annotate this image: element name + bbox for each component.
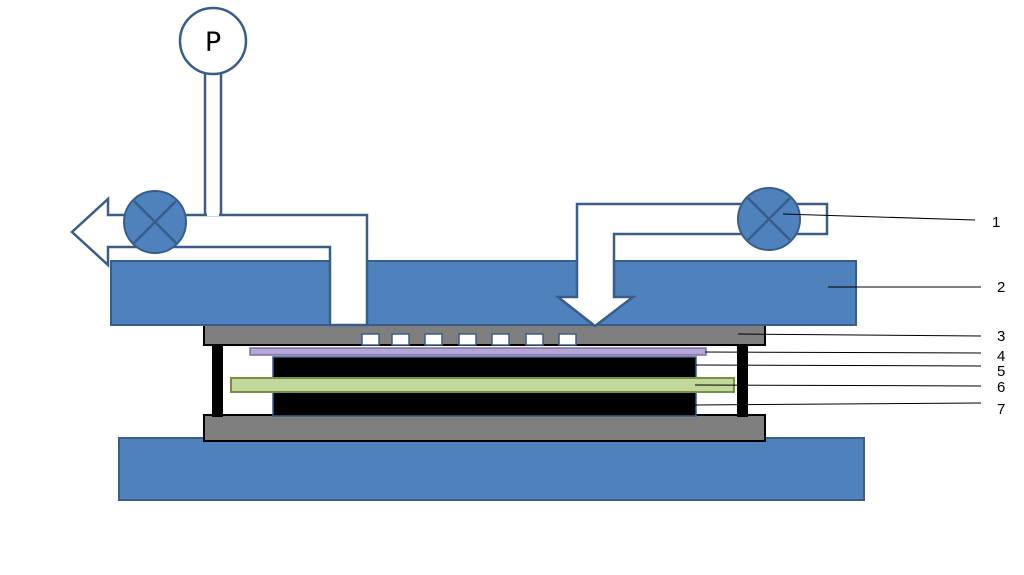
leader-lines [694, 213, 982, 406]
leader-line-6 [694, 384, 982, 387]
callout-label-3: 3 [997, 328, 1005, 345]
top-plate [203, 324, 766, 346]
callout-label-7: 7 [997, 401, 1005, 418]
side-spacer-left [212, 344, 223, 417]
leader-line-3 [737, 333, 982, 337]
channel-slot [391, 333, 410, 346]
valve-icon [737, 187, 801, 251]
gauge-stem [203, 70, 223, 215]
callout-label-1: 1 [992, 214, 1000, 231]
bottom-platen [118, 437, 865, 501]
valve-icon [123, 190, 187, 254]
pressure-gauge-icon: P [178, 6, 248, 76]
leader-line-1 [782, 213, 976, 221]
layer-purple-film [249, 347, 707, 356]
channel-slot [458, 333, 477, 346]
callout-label-2: 2 [997, 279, 1005, 296]
leader-line-5 [695, 364, 982, 367]
leader-line-7 [694, 402, 982, 406]
top-platen [110, 260, 857, 326]
channel-slot [424, 333, 443, 346]
layer-black-lower [272, 391, 697, 417]
channel-slots [361, 333, 577, 346]
layer-black-upper [272, 356, 697, 380]
side-spacer-right [737, 344, 748, 417]
callout-label-5: 5 [997, 363, 1005, 380]
channel-slot [491, 333, 510, 346]
channel-slot [525, 333, 544, 346]
layer-green-sheet [230, 377, 735, 393]
callout-label-6: 6 [997, 379, 1005, 396]
leader-line-4 [704, 351, 982, 354]
gauge-letter: P [205, 27, 221, 58]
bottom-plate [203, 414, 766, 442]
callout-label-4: 4 [997, 348, 1005, 365]
channel-slot [558, 333, 577, 346]
channel-slot [361, 333, 380, 346]
